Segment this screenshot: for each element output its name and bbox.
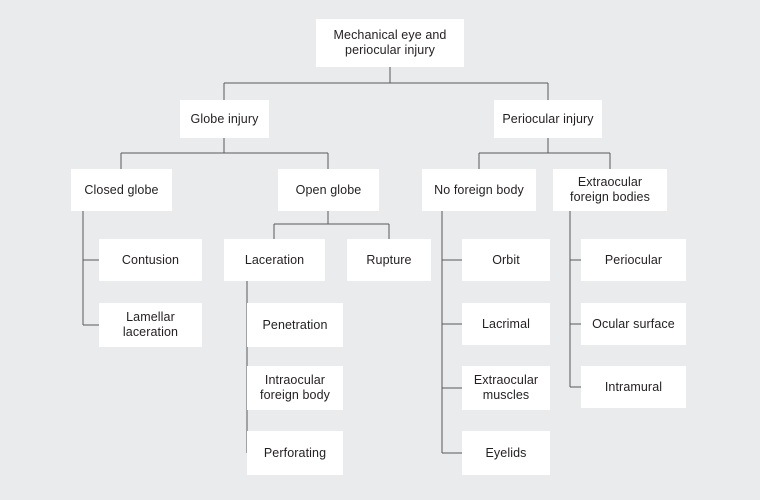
node-root[interactable]: Mechanical eye and periocular injury (316, 19, 464, 67)
node-lacrimal[interactable]: Lacrimal (462, 303, 550, 345)
node-laceration[interactable]: Laceration (224, 239, 325, 281)
node-penetration[interactable]: Penetration (247, 303, 343, 347)
edge-noforeign-bracket (441, 211, 462, 454)
node-intramural-label: Intramural (604, 379, 663, 394)
edge-closedglobe-bracket (82, 211, 99, 326)
node-globe-injury-label: Globe injury (190, 111, 259, 126)
node-eyelids-label: Eyelids (485, 445, 527, 460)
node-perforating-label: Perforating (263, 445, 327, 460)
node-globe-injury[interactable]: Globe injury (180, 100, 269, 138)
node-open-globe[interactable]: Open globe (278, 169, 379, 211)
edge-periocular-bus (478, 138, 611, 169)
node-laceration-label: Laceration (244, 252, 305, 267)
node-extraocular-foreign-bodies[interactable]: Extraocular foreign bodies (553, 169, 667, 211)
node-no-foreign-body-label: No foreign body (434, 182, 524, 197)
edge-openglobe-bus (273, 211, 390, 239)
node-extraocular-muscles-label: Extraocular muscles (473, 373, 539, 402)
node-contusion-label: Contusion (121, 252, 180, 267)
node-lacrimal-label: Lacrimal (481, 316, 531, 331)
node-rupture-label: Rupture (366, 252, 412, 267)
node-periocular-injury[interactable]: Periocular injury (494, 100, 602, 138)
node-root-label: Mechanical eye and periocular injury (333, 28, 447, 57)
node-perforating[interactable]: Perforating (247, 431, 343, 475)
node-closed-globe-label: Closed globe (84, 182, 159, 197)
edge-extraocularfb-bracket (569, 211, 581, 388)
node-periocular-label: Periocular (604, 252, 663, 267)
node-orbit[interactable]: Orbit (462, 239, 550, 281)
node-ocular-surface-label: Ocular surface (592, 316, 675, 331)
node-lamellar-laceration-label: Lamellar laceration (122, 310, 179, 339)
node-lamellar-laceration[interactable]: Lamellar laceration (99, 303, 202, 347)
node-extraocular-muscles[interactable]: Extraocular muscles (462, 366, 550, 410)
node-intraocular-foreign-body[interactable]: Intraocular foreign body (247, 366, 343, 410)
node-eyelids[interactable]: Eyelids (462, 431, 550, 475)
node-periocular[interactable]: Periocular (581, 239, 686, 281)
node-rupture[interactable]: Rupture (347, 239, 431, 281)
edge-globe-bus (120, 138, 329, 169)
node-open-globe-label: Open globe (295, 182, 362, 197)
node-ocular-surface[interactable]: Ocular surface (581, 303, 686, 345)
node-intramural[interactable]: Intramural (581, 366, 686, 408)
node-extraocular-foreign-bodies-label: Extraocular foreign bodies (570, 175, 650, 204)
node-no-foreign-body[interactable]: No foreign body (422, 169, 536, 211)
edge-root-bus (223, 67, 549, 100)
node-penetration-label: Penetration (262, 317, 328, 332)
node-orbit-label: Orbit (492, 252, 520, 267)
node-intraocular-foreign-body-label: Intraocular foreign body (260, 373, 330, 402)
node-periocular-injury-label: Periocular injury (502, 111, 594, 126)
node-contusion[interactable]: Contusion (99, 239, 202, 281)
node-closed-globe[interactable]: Closed globe (71, 169, 172, 211)
